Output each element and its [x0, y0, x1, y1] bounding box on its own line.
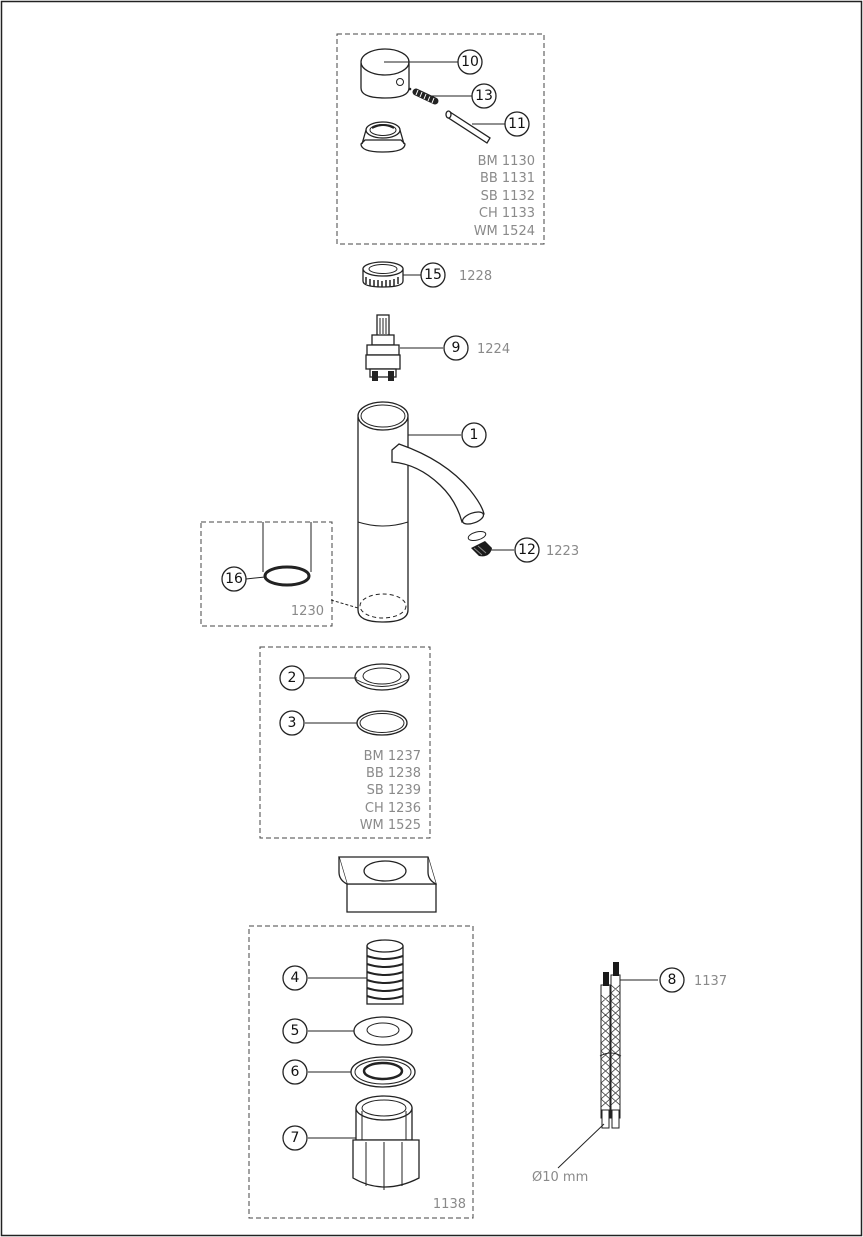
svg-text:BB 1131: BB 1131	[480, 171, 535, 186]
callout-10: 10	[457, 49, 483, 75]
aerator-code: 1223	[546, 544, 579, 559]
svg-text:BB 1238: BB 1238	[366, 766, 421, 781]
svg-text:4: 4	[291, 970, 300, 986]
shroud-ring-part	[360, 121, 406, 153]
svg-text:15: 15	[424, 267, 442, 283]
aerator-part	[467, 530, 492, 557]
handle-codes: BM 1130 BB 1131 SB 1132 CH 1133 WM 1524	[474, 154, 535, 239]
hose-code: 1137	[694, 974, 727, 989]
flexible-hoses-part	[599, 962, 622, 1129]
svg-text:9: 9	[452, 340, 461, 356]
base-washer-part	[354, 663, 410, 691]
svg-text:8: 8	[668, 972, 677, 988]
callout-8: 8	[659, 967, 685, 993]
svg-text:7: 7	[291, 1130, 300, 1146]
svg-text:6: 6	[291, 1064, 300, 1080]
o-ring-detail-part	[262, 522, 312, 587]
callout-4: 4	[282, 965, 308, 991]
svg-text:5: 5	[291, 1023, 300, 1039]
fixing-nut-part	[352, 1095, 420, 1190]
svg-text:BM 1130: BM 1130	[478, 154, 535, 169]
callout-13: 13	[471, 83, 497, 109]
callout-7: 7	[282, 1125, 308, 1151]
countertop-part	[338, 856, 437, 913]
svg-text:BM 1237: BM 1237	[364, 749, 421, 764]
rubber-washer-part	[350, 1056, 416, 1088]
svg-text:12: 12	[518, 542, 536, 558]
flat-washer-part	[353, 1016, 413, 1046]
callout-12: 12	[514, 537, 540, 563]
callout-5: 5	[282, 1018, 308, 1044]
svg-text:CH 1236: CH 1236	[365, 801, 421, 816]
tap-body-part	[357, 401, 485, 623]
fixing-code: 1138	[433, 1197, 466, 1212]
oring-group-box	[200, 521, 333, 627]
callout-16: 16	[221, 566, 247, 592]
grub-screw-part	[408, 87, 439, 105]
handle-cap-part	[360, 48, 410, 99]
svg-text:SB 1132: SB 1132	[481, 189, 535, 204]
cartridge-code: 1224	[477, 342, 510, 357]
callout-2: 2	[279, 665, 305, 691]
svg-text:WM 1524: WM 1524	[474, 224, 535, 239]
callout-15: 15	[420, 262, 446, 288]
callout-6: 6	[282, 1059, 308, 1085]
oring-code: 1230	[291, 604, 324, 619]
nut-part	[362, 261, 404, 288]
svg-text:16: 16	[225, 571, 243, 587]
svg-text:3: 3	[288, 715, 297, 731]
svg-text:13: 13	[475, 88, 493, 104]
hose-diameter-label: Ø10 mm	[532, 1170, 588, 1185]
pin-part	[445, 110, 491, 144]
callout-1: 1	[461, 422, 487, 448]
svg-text:CH 1133: CH 1133	[479, 206, 535, 221]
svg-text:WM 1525: WM 1525	[360, 818, 421, 833]
svg-text:2: 2	[288, 670, 297, 686]
threaded-rod-part	[366, 939, 404, 1005]
nut-code: 1228	[459, 269, 492, 284]
base-codes: BM 1237 BB 1238 SB 1239 CH 1236 WM 1525	[360, 749, 421, 833]
handle-group-box	[336, 33, 545, 245]
callout-9: 9	[443, 335, 469, 361]
svg-text:11: 11	[508, 116, 526, 132]
callout-11: 11	[504, 111, 530, 137]
base-group-box	[259, 646, 431, 839]
fixing-group-box	[248, 925, 474, 1219]
base-seal-part	[356, 710, 408, 736]
svg-text:SB 1239: SB 1239	[367, 783, 421, 798]
svg-text:1: 1	[470, 427, 479, 443]
callout-3: 3	[279, 710, 305, 736]
svg-text:10: 10	[461, 54, 479, 70]
cartridge-part	[365, 314, 401, 381]
